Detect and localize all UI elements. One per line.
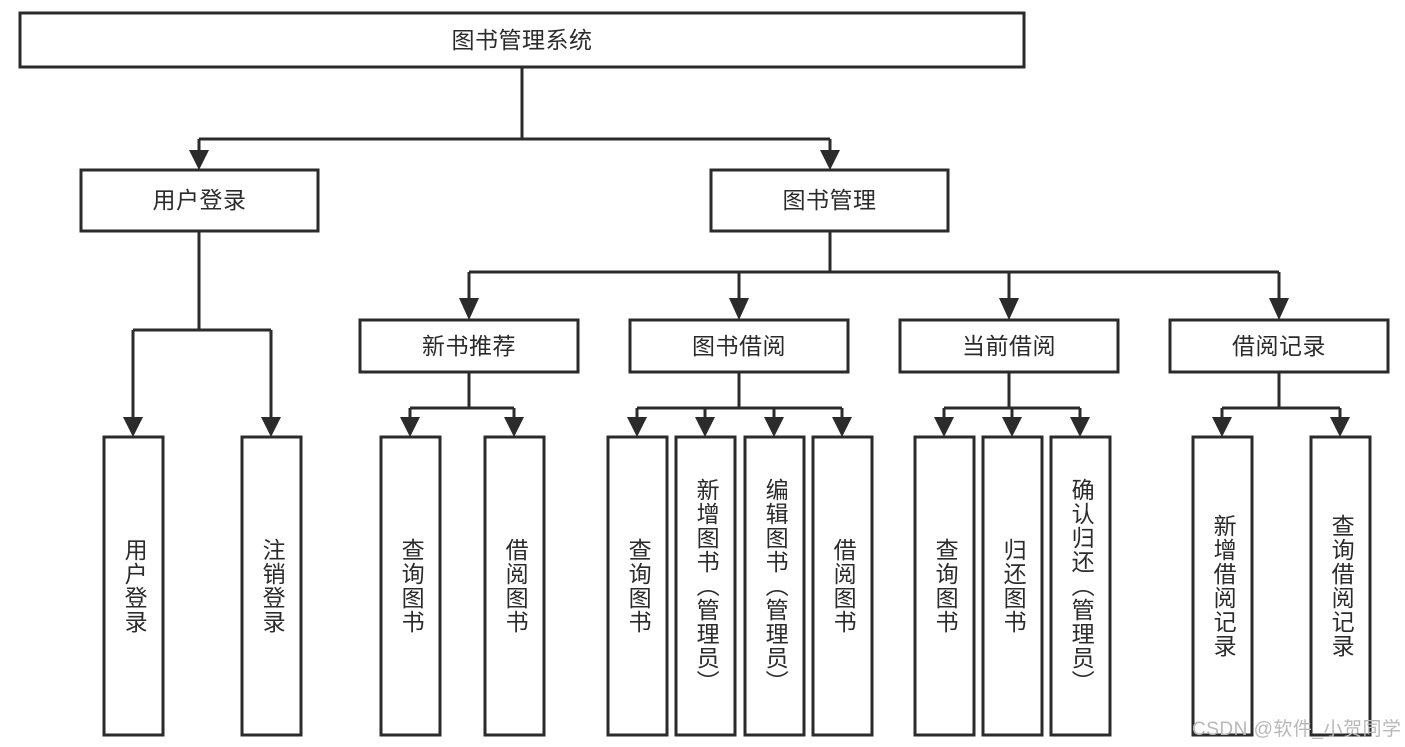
leaf-box-book-borrow-1[interactable] — [674, 435, 737, 737]
node-borrow-record-box[interactable] — [1168, 318, 1390, 374]
leaf-box-user-login-0[interactable] — [102, 435, 165, 737]
leaf-box-current-borrow-2[interactable] — [1049, 435, 1112, 737]
arrow-level2-4 — [1269, 298, 1289, 320]
arrow-groupC-2 — [1002, 417, 1022, 437]
leaf-box-book-borrow-0[interactable] — [606, 435, 669, 737]
arrow-groupD-1 — [1212, 417, 1232, 437]
arrow-groupC-3 — [1070, 417, 1090, 437]
arrow-user-leaf2 — [261, 417, 281, 437]
arrow-level2-3 — [999, 298, 1019, 320]
arrow-groupA-2 — [504, 417, 524, 437]
arrow-groupD-2 — [1330, 417, 1350, 437]
arrow-groupB-1 — [627, 417, 647, 437]
arrow-level1-book — [820, 150, 840, 170]
arrow-level2-2 — [729, 298, 749, 320]
leaf-box-borrow-record-0[interactable] — [1191, 435, 1254, 737]
arrow-groupC-1 — [934, 417, 954, 437]
leaf-box-borrow-record-1[interactable] — [1309, 435, 1372, 737]
leaf-box-current-borrow-0[interactable] — [913, 435, 976, 737]
leaf-box-current-borrow-1[interactable] — [981, 435, 1044, 737]
arrow-level2-1 — [459, 298, 479, 320]
leaf-box-book-borrow-3[interactable] — [811, 435, 874, 737]
leaf-box-new-book-0[interactable] — [379, 435, 442, 737]
node-current-borrow-box[interactable] — [898, 318, 1120, 374]
leaf-box-book-borrow-2[interactable] — [743, 435, 806, 737]
arrow-level1-user — [189, 150, 209, 170]
arrow-groupB-3 — [764, 417, 784, 437]
arrow-user-leaf1 — [123, 417, 143, 437]
leaf-box-user-login-1[interactable] — [240, 435, 303, 737]
node-user-login-box[interactable] — [79, 168, 320, 233]
arrow-groupB-4 — [832, 417, 852, 437]
arrow-groupB-2 — [695, 417, 715, 437]
node-book-borrow-box[interactable] — [628, 318, 850, 374]
node-root-box[interactable] — [18, 11, 1026, 69]
leaf-box-new-book-1[interactable] — [483, 435, 546, 737]
arrow-groupA-1 — [400, 417, 420, 437]
node-book-manage-box[interactable] — [709, 168, 950, 233]
node-new-book-box[interactable] — [358, 318, 580, 374]
